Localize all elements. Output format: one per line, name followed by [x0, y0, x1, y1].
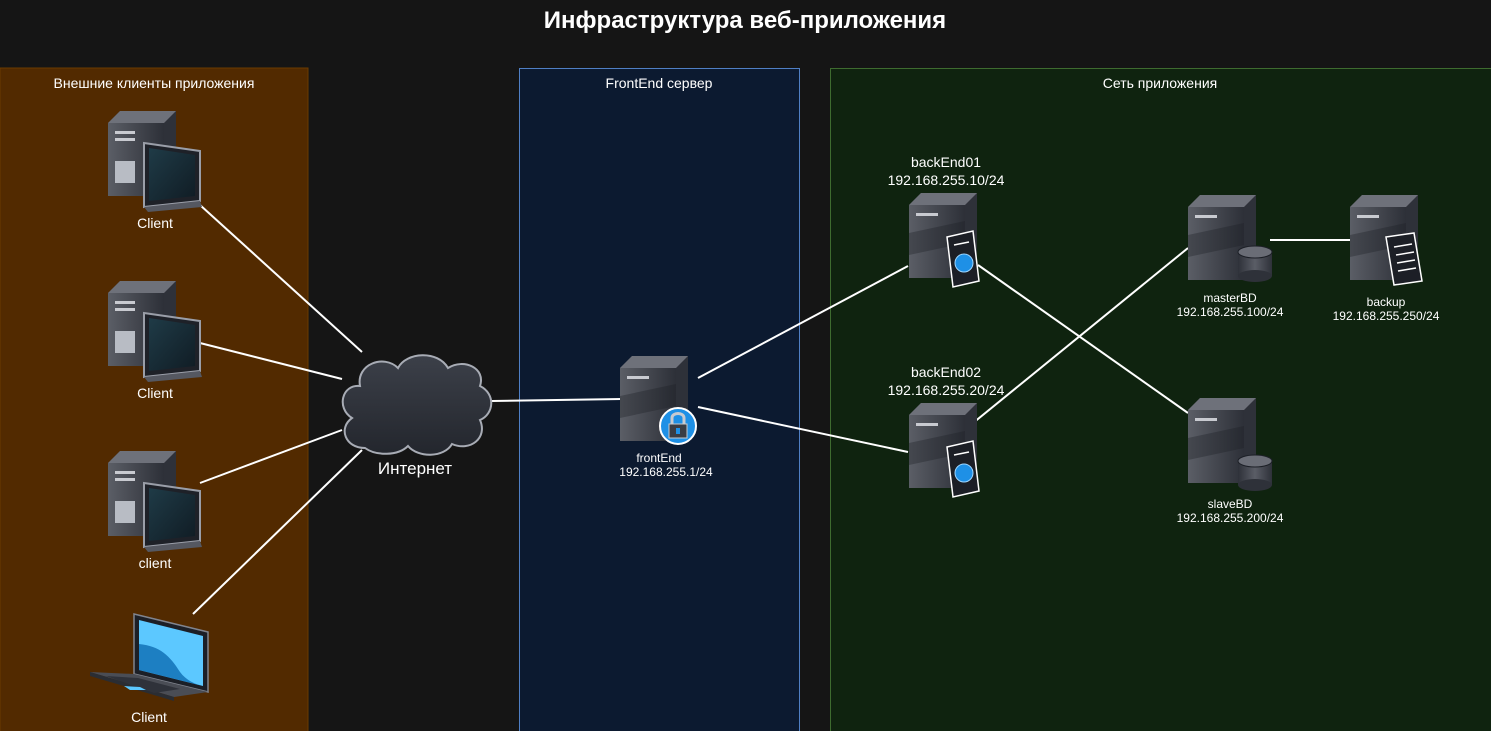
backend01-ip: 192.168.255.10/24 — [888, 172, 1005, 188]
network-links — [192, 204, 1350, 615]
frontend-name: frontEnd — [636, 451, 681, 465]
client4-label: Client — [131, 709, 167, 725]
masterbd-name: masterBD — [1203, 291, 1257, 305]
client1-label: Client — [137, 215, 173, 231]
cloud-icon[interactable] — [341, 354, 493, 456]
slavebd-ip: 192.168.255.200/24 — [1177, 511, 1284, 525]
backup-ip: 192.168.255.250/24 — [1333, 309, 1440, 323]
secure-server-icon[interactable] — [620, 356, 697, 445]
frontend-zone-label: FrontEnd сервер — [606, 75, 713, 91]
slavebd-name: slaveBD — [1208, 497, 1253, 511]
web-server-icon[interactable] — [909, 403, 980, 498]
internet-label: Интернет — [378, 459, 452, 478]
diagram-title: Инфраструктура веб-приложения — [544, 7, 946, 34]
backend02-name: backEnd02 — [911, 364, 981, 380]
link-internet-frontend — [491, 398, 623, 402]
link-client2-internet — [199, 342, 343, 380]
backend01-name: backEnd01 — [911, 154, 981, 170]
link-client3-internet — [199, 429, 343, 484]
masterbd-ip: 192.168.255.100/24 — [1177, 305, 1284, 319]
frontend-ip: 192.168.255.1/24 — [619, 465, 713, 479]
client3-label: client — [139, 555, 172, 571]
file-server-icon[interactable] — [1350, 195, 1423, 286]
backup-name: backup — [1367, 295, 1406, 309]
link-client4-internet — [192, 449, 363, 615]
link-frontend-backend02 — [697, 406, 909, 453]
link-backend02-masterbd — [945, 247, 1189, 446]
clients-zone-label: Внешние клиенты приложения — [54, 75, 255, 91]
link-client1-internet — [199, 204, 363, 353]
link-frontend-backend01 — [697, 265, 909, 379]
client2-label: Client — [137, 385, 173, 401]
link-backend01-slavebd — [977, 264, 1189, 414]
app-network-zone-label: Сеть приложения — [1103, 75, 1217, 91]
web-server-icon[interactable] — [909, 193, 980, 288]
backend02-ip: 192.168.255.20/24 — [888, 382, 1005, 398]
app-network-zone — [830, 68, 1491, 731]
